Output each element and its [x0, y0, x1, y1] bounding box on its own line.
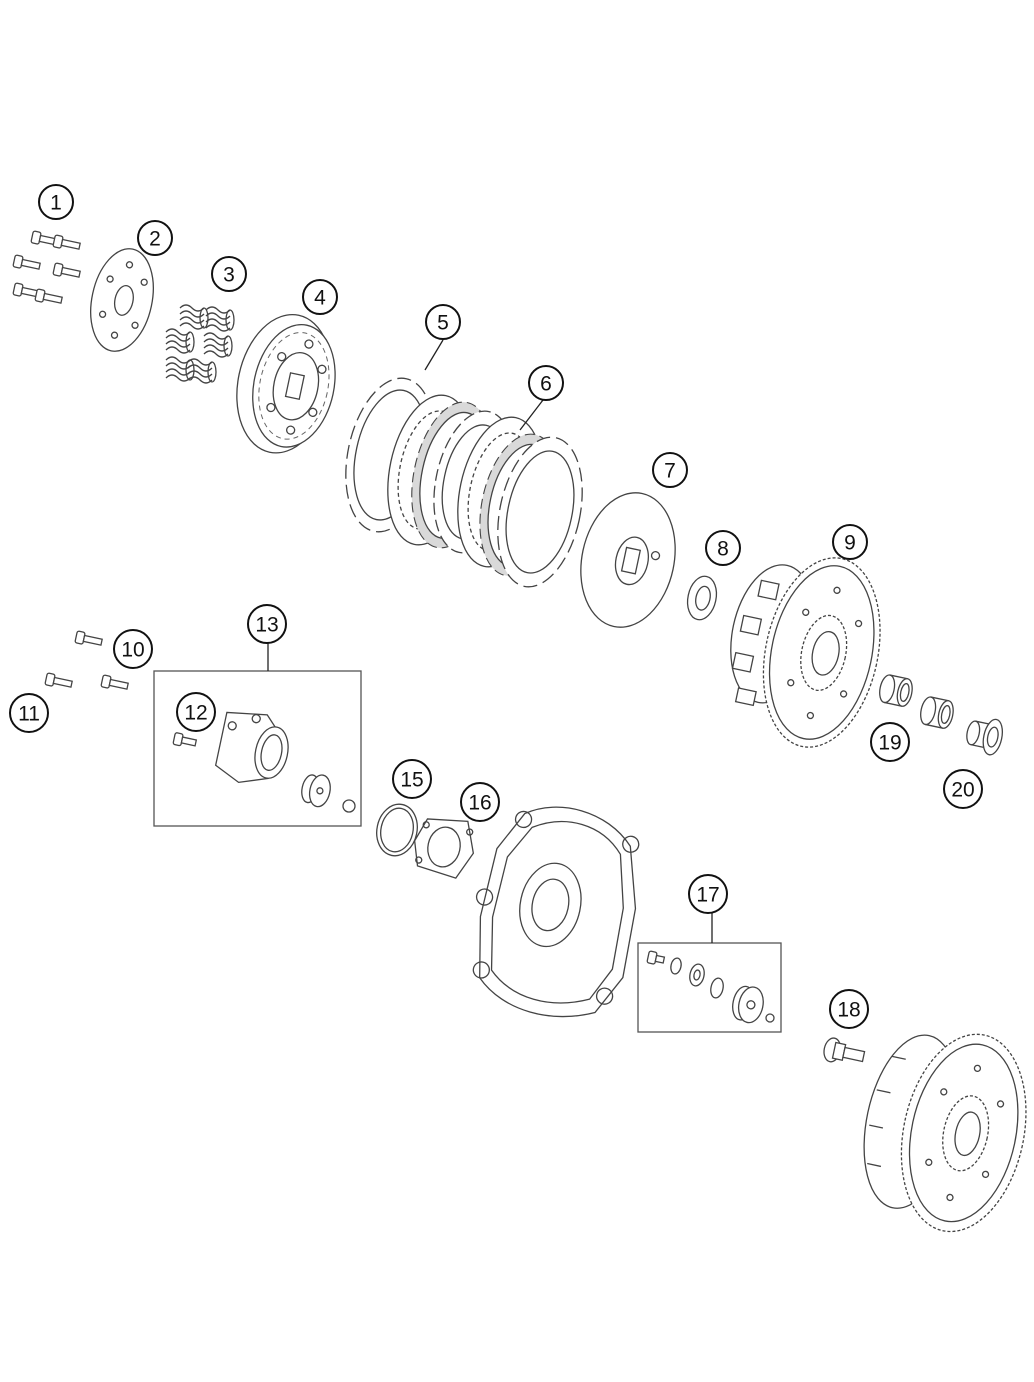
svg-text:11: 11 — [18, 703, 40, 726]
callout-1: 1 — [38, 184, 74, 220]
callout-10: 10 — [113, 629, 153, 669]
callout-5: 5 — [425, 304, 461, 340]
callout-2: 2 — [137, 220, 173, 256]
bushing-icon — [966, 718, 1003, 756]
svg-text:2: 2 — [149, 228, 161, 251]
svg-text:9: 9 — [844, 532, 856, 555]
pressure-plate-icon — [236, 313, 336, 454]
svg-text:4: 4 — [314, 287, 326, 310]
svg-text:20: 20 — [951, 779, 974, 802]
small-ball — [342, 799, 356, 813]
callout-20: 20 — [943, 769, 983, 809]
callout-8: 8 — [705, 530, 741, 566]
clutch-springs-icon — [165, 304, 235, 384]
gasket-icon — [413, 818, 475, 879]
callout-12: 12 — [176, 692, 216, 732]
clutch-basket-alt-icon — [863, 1033, 1027, 1233]
callout-3: 3 — [211, 256, 247, 292]
collar-bolt-icon — [823, 1037, 866, 1063]
svg-text:6: 6 — [540, 373, 552, 396]
needle-bearing-icon — [879, 674, 954, 729]
callout-9: 9 — [832, 524, 868, 560]
repair-kit-parts — [646, 950, 775, 1024]
svg-text:19: 19 — [878, 732, 901, 755]
svg-text:13: 13 — [255, 614, 278, 637]
slave-cylinder-body — [214, 711, 289, 784]
callout-4: 4 — [302, 279, 338, 315]
slave-piston — [301, 774, 331, 808]
bolts-icon — [12, 230, 81, 304]
inner-clutch-hub-icon — [580, 492, 676, 628]
outer-clutch-basket-icon — [730, 557, 881, 748]
repair-kit-icon — [637, 942, 782, 1033]
clutch-steel-disc-icon — [457, 416, 583, 588]
slave-cylinder-assembly-icon — [153, 670, 362, 827]
callout-15: 15 — [392, 759, 432, 799]
callout-19: 19 — [870, 722, 910, 762]
svg-text:3: 3 — [223, 264, 235, 287]
svg-text:17: 17 — [696, 884, 719, 907]
leader-lines — [267, 339, 713, 943]
callout-13: 13 — [247, 604, 287, 644]
svg-text:5: 5 — [437, 312, 449, 335]
callout-17: 17 — [688, 874, 728, 914]
thrust-washer-icon — [686, 575, 718, 621]
clutch-disc-stack — [345, 377, 583, 588]
callout-16: 16 — [460, 782, 500, 822]
callout-18: 18 — [829, 989, 869, 1029]
svg-text:15: 15 — [400, 769, 423, 792]
svg-text:18: 18 — [837, 999, 860, 1022]
bleeder-screw-icon — [172, 732, 198, 747]
callout-11: 11 — [9, 693, 49, 733]
svg-text:7: 7 — [664, 460, 676, 483]
svg-text:1: 1 — [50, 192, 62, 215]
svg-text:8: 8 — [717, 538, 729, 561]
svg-text:12: 12 — [184, 702, 207, 725]
svg-text:10: 10 — [121, 639, 144, 662]
o-ring-icon — [376, 803, 418, 857]
clutch-cover-icon — [472, 806, 640, 1018]
svg-text:16: 16 — [468, 792, 491, 815]
spring-retainer-plate-icon — [90, 248, 154, 352]
bolt-icon — [44, 630, 129, 690]
callout-6: 6 — [528, 365, 564, 401]
callout-7: 7 — [652, 452, 688, 488]
